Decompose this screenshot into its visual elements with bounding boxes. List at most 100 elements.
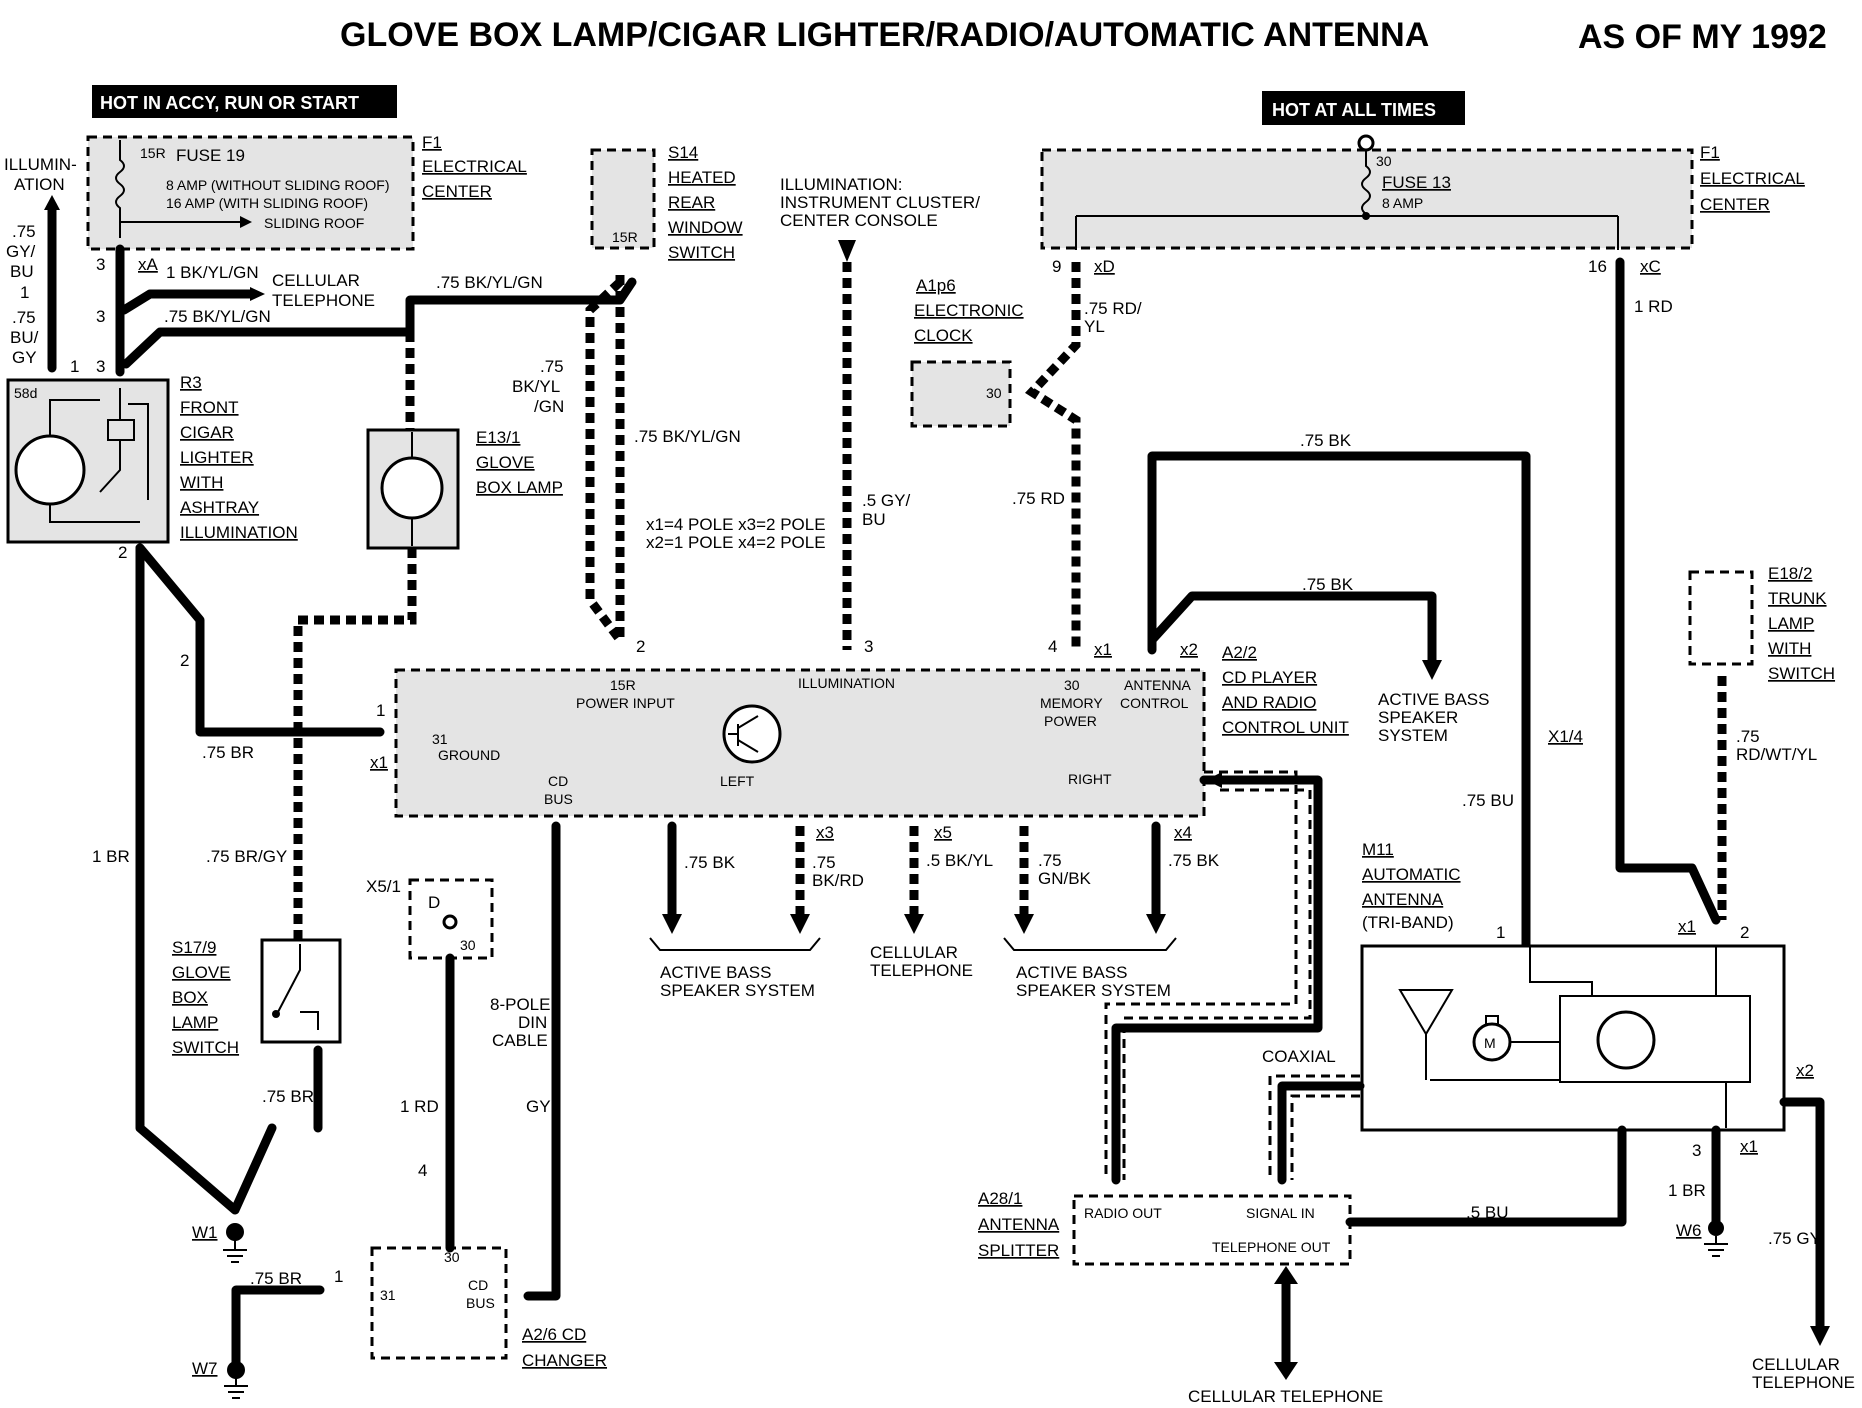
amplifier-icon: [722, 704, 782, 764]
s17-label: GLOVE: [172, 963, 231, 982]
illum-left-label: ILLUMIN-: [4, 155, 77, 174]
pin: 9: [1052, 257, 1061, 276]
a281-label: A28/1: [978, 1189, 1022, 1208]
pin: 31: [380, 1287, 396, 1303]
f1-left-label: F1: [422, 133, 442, 152]
pin: 3: [96, 357, 105, 376]
wire-label: .75: [1038, 851, 1062, 870]
connector: x3: [816, 823, 834, 842]
r3-label: LIGHTER: [180, 448, 254, 467]
connector: x1: [1094, 640, 1112, 659]
hot-accy-label: [92, 85, 397, 118]
fuse19-line1: 8 AMP (WITHOUT SLIDING ROOF): [166, 177, 390, 193]
fuse13-name: FUSE 13: [1382, 173, 1451, 192]
m11-label: M11: [1362, 840, 1394, 859]
wire-label: /GN: [534, 397, 564, 416]
fuse19-pin: 15R: [140, 145, 166, 161]
s14-label: REAR: [668, 193, 715, 212]
active-bass-2-label: SPEAKER SYSTEM: [1016, 981, 1171, 1000]
pin: 30: [444, 1249, 460, 1265]
wire-label: .75: [812, 853, 836, 872]
s17-label: SWITCH: [172, 1038, 239, 1057]
pole-note: x1=4 POLE x3=2 POLE: [646, 515, 826, 534]
wire-rd-yl: [1025, 262, 1081, 650]
a22-label: CD PLAYER: [1222, 668, 1317, 687]
wire-label: .75 RD: [1012, 489, 1065, 508]
a281-text: RADIO OUT: [1084, 1205, 1162, 1221]
a22-text: GROUND: [438, 747, 500, 763]
m11-box: [1360, 944, 1786, 1132]
a281-label: SPLITTER: [978, 1241, 1059, 1260]
wire-bk-antenna: [1147, 451, 1531, 1121]
a22-text: 30: [1064, 677, 1080, 693]
s14-label: WINDOW: [668, 218, 743, 237]
pin: 3: [96, 307, 105, 326]
connector: x5: [934, 823, 952, 842]
e182-label: SWITCH: [1768, 664, 1835, 683]
e182-box: [1688, 570, 1754, 666]
din-label: DIN: [518, 1013, 547, 1032]
a22-text: POWER: [1044, 713, 1097, 729]
active-bass-3-label: SYSTEM: [1378, 726, 1448, 745]
r3-label: R3: [180, 373, 202, 392]
glove-lamp-icon: [380, 456, 444, 520]
wire-label: GY: [12, 348, 37, 367]
wire-label: .5 BU: [1466, 1203, 1509, 1222]
e182-label: LAMP: [1768, 614, 1814, 633]
s14-label: HEATED: [668, 168, 736, 187]
wire-label: GY: [526, 1097, 551, 1116]
pin: 1: [1496, 923, 1505, 942]
a22-text: 31: [432, 731, 448, 747]
wire-label: YL: [1084, 317, 1105, 336]
pin: 4: [1048, 637, 1057, 656]
pin: 30: [460, 937, 476, 953]
din-label: 8-POLE: [490, 995, 550, 1014]
a1p6-label: ELECTRONIC: [914, 301, 1024, 320]
ground-w7: W7: [192, 1359, 218, 1378]
active-bass-1-label: ACTIVE BASS: [660, 963, 771, 982]
cell-tel-4-label: TELEPHONE: [1752, 1373, 1855, 1392]
cell-tel-3-label: CELLULAR TELEPHONE: [1188, 1387, 1383, 1406]
a1p6-box: [910, 360, 1012, 428]
pin: 15R: [612, 229, 638, 245]
wire-label: .75: [12, 308, 36, 327]
s14-label: SWITCH: [668, 243, 735, 262]
m11-label: AUTOMATIC: [1362, 865, 1461, 884]
wire-label: 1 BR: [1668, 1181, 1706, 1200]
active-bass-3-label: SPEAKER: [1378, 708, 1458, 727]
wire-label: .75 BK/YL/GN: [436, 273, 543, 292]
a1p6-label: A1p6: [916, 276, 956, 295]
wire-label: .75 BK: [684, 853, 736, 872]
wire-label: .75 BU: [1462, 791, 1514, 810]
a26-label: A2/6 CD: [522, 1325, 586, 1344]
a22-label: CONTROL UNIT: [1222, 718, 1349, 737]
wire-label: .75: [1736, 727, 1760, 746]
hot-accy-text: HOT IN ACCY, RUN OR START: [100, 93, 359, 113]
e13-label: BOX LAMP: [476, 478, 563, 497]
wire-label: .75 BR: [202, 743, 254, 762]
wire-label: BK/YL: [512, 377, 560, 396]
cell-tel-4-label: CELLULAR: [1752, 1355, 1840, 1374]
ground-w6: W6: [1676, 1221, 1702, 1240]
hot-all-text: HOT AT ALL TIMES: [1272, 100, 1436, 120]
active-bass-2-label: ACTIVE BASS: [1016, 963, 1127, 982]
pin: 2: [1740, 923, 1749, 942]
a22-label: A2/2: [1222, 643, 1257, 662]
a26-box: [370, 1246, 508, 1360]
pin: 2: [180, 651, 189, 670]
pole-note: x2=1 POLE x4=2 POLE: [646, 533, 826, 552]
pin: 4: [418, 1161, 427, 1180]
wire-label: GN/BK: [1038, 869, 1092, 888]
wire-label: .75: [540, 357, 564, 376]
ground-w1: W1: [192, 1223, 218, 1242]
wire-label: 1 RD: [1634, 297, 1673, 316]
pin: 1: [20, 283, 29, 302]
s17-label: LAMP: [172, 1013, 218, 1032]
wire-label: BU: [862, 510, 886, 529]
pin: 3: [1692, 1141, 1701, 1160]
e13-label: E13/1: [476, 428, 520, 447]
f1-left-label: ELECTRICAL: [422, 157, 527, 176]
connector: x1: [370, 753, 388, 772]
fuse19-name: FUSE 19: [176, 146, 245, 165]
a22-text: LEFT: [720, 773, 755, 789]
